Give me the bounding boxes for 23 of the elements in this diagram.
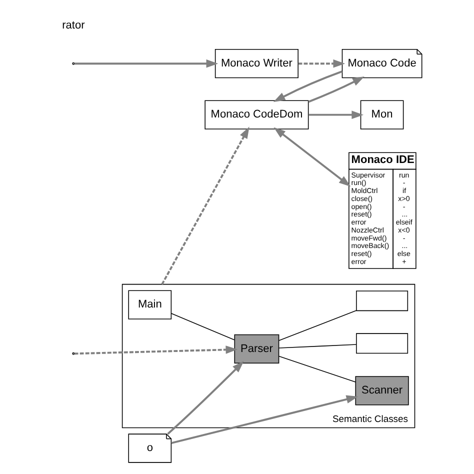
arrow	[171, 395, 358, 444]
arrow	[274, 127, 351, 187]
node-box: Parser	[234, 334, 280, 364]
arrow	[308, 76, 364, 103]
label: rator	[62, 20, 85, 32]
node-box: Main	[128, 290, 172, 320]
node-box: Monaco CodeDom	[204, 100, 309, 130]
node-box	[356, 290, 408, 312]
node-box: Scanner	[355, 376, 409, 406]
arrow	[74, 59, 218, 68]
node-box: Monaco Writer	[214, 49, 298, 78]
connector	[278, 356, 356, 382]
connector	[170, 313, 235, 340]
node-box	[356, 333, 408, 354]
arrow	[273, 70, 342, 102]
connector	[278, 344, 357, 348]
connector	[278, 310, 357, 341]
arrow	[298, 59, 346, 68]
arrow	[161, 126, 250, 285]
arrow	[74, 346, 238, 355]
arrow	[308, 110, 364, 119]
node-box: Mon	[360, 100, 404, 130]
arrow	[167, 361, 244, 435]
